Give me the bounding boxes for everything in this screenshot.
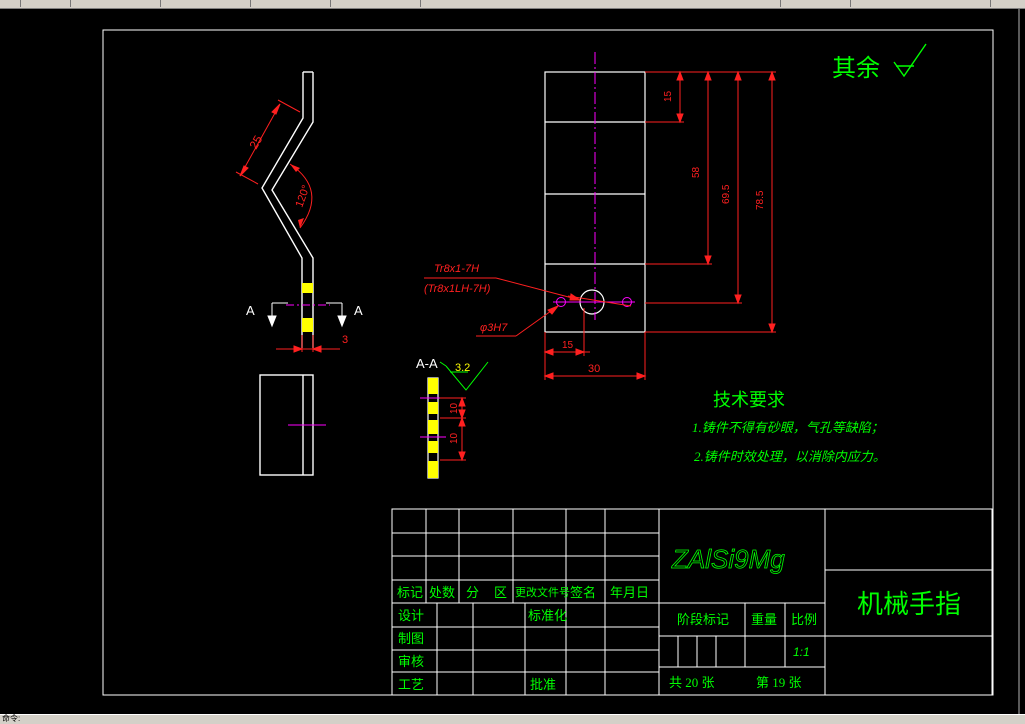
section-aa (420, 377, 446, 479)
thread-spec-lh: (Tr8x1LH-7H) (424, 283, 491, 295)
toolbar-button[interactable] (330, 0, 341, 7)
cad-toolbar (0, 0, 1025, 9)
requirement-1: 1.铸件不得有砂眼，气孔等缺陷； (692, 420, 884, 435)
sheets-total: 共 20 张 (669, 675, 715, 690)
toolbar-button[interactable] (850, 0, 861, 7)
dim-69-5: 69.5 (721, 184, 732, 204)
toolbar-button[interactable] (20, 0, 31, 7)
weight-label: 重量 (751, 612, 777, 627)
section-a-left: A (246, 303, 255, 318)
dim-58: 58 (691, 166, 702, 178)
section-marker (267, 302, 347, 328)
bent-finger-view (261, 71, 314, 348)
row-process: 工艺 (398, 677, 424, 692)
stage-label: 阶段标记 (677, 612, 729, 627)
requirements-title: 技术要求 (713, 390, 785, 410)
header-doc: 更改文件号 (515, 585, 570, 599)
row-review: 审核 (398, 654, 424, 669)
section-hatch (302, 283, 313, 332)
scale-value: 1:1 (793, 645, 810, 659)
dim-3 (276, 335, 340, 353)
roughness-symbol (439, 361, 489, 391)
section-a-right: A (354, 303, 363, 318)
toolbar-button[interactable] (70, 0, 81, 7)
row-drafting: 制图 (398, 631, 424, 646)
dim-15-top: 15 (663, 90, 674, 102)
hole-spec: φ3H7 (480, 322, 508, 334)
dim-aa (440, 396, 466, 462)
dims-right (645, 70, 776, 334)
small-holes (553, 297, 635, 307)
dim-3-label: 3 (342, 334, 348, 346)
scrollbar-track (1018, 9, 1020, 714)
toolbar-button[interactable] (160, 0, 171, 7)
dim-15-bottom: 15 (562, 340, 574, 351)
command-line[interactable]: 命令: (0, 714, 1025, 724)
row-approve: 批准 (530, 677, 556, 692)
roughness-check-icon (893, 43, 927, 78)
dim-angle-label: 120° (294, 184, 313, 209)
header-zone-1: 分 (466, 585, 479, 600)
roughness-note: 其余 (832, 55, 880, 82)
thread-leader (424, 277, 632, 337)
dim-aa-1: 10 (449, 402, 460, 414)
header-sign: 签名 (570, 585, 596, 600)
cad-drawing: 25 120° A A 3 A-A (102, 29, 994, 696)
dim-aa-2: 10 (449, 432, 460, 444)
header-date: 年月日 (610, 585, 649, 600)
toolbar-button[interactable] (780, 0, 791, 7)
row-standard: 标准化 (528, 608, 567, 623)
header-mark: 标记 (397, 585, 423, 600)
command-prompt: 命令: (2, 714, 21, 723)
toolbar-button[interactable] (250, 0, 261, 7)
title-block (391, 508, 993, 696)
toolbar-button[interactable] (990, 0, 1001, 7)
header-count: 处数 (429, 585, 455, 600)
header-zone-2: 区 (494, 585, 507, 600)
dim-25 (235, 99, 301, 185)
roughness-value: 3.2 (455, 362, 470, 374)
part-name: 机械手指 (857, 590, 961, 619)
scale-label: 比例 (791, 612, 817, 627)
drawing-canvas[interactable]: 25 120° A A 3 A-A (0, 9, 1025, 714)
material-label: ZAlSi9Mg (671, 544, 785, 574)
dim-78-5: 78.5 (755, 190, 766, 210)
toolbar-button[interactable] (420, 0, 431, 7)
thread-spec: Tr8x1-7H (434, 263, 479, 275)
dim-25-label: 25 (246, 133, 265, 152)
sheet-number: 第 19 张 (756, 675, 802, 690)
section-aa-label: A-A (416, 356, 438, 371)
dim-30: 30 (588, 363, 600, 375)
row-design: 设计 (398, 608, 424, 623)
requirement-2: 2.铸件时效处理，以消除内应力。 (694, 449, 886, 464)
dims-bottom (543, 308, 647, 380)
